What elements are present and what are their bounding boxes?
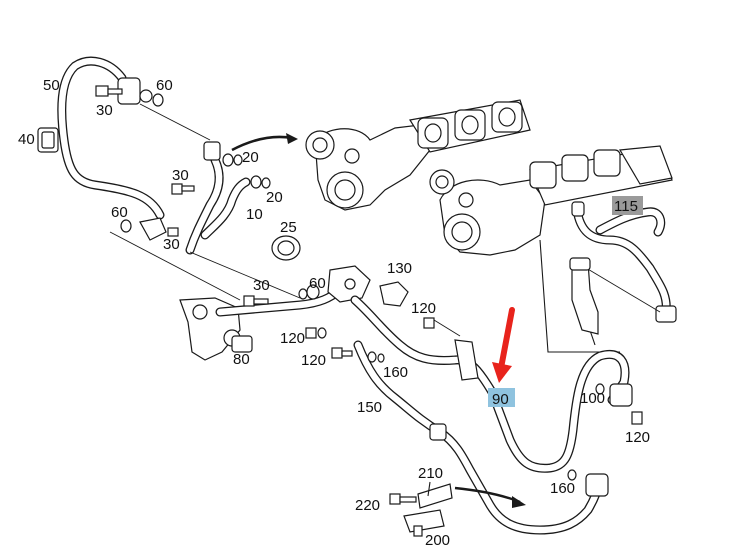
exhaust-manifold-left [409,99,531,153]
clamp-40 [37,127,59,153]
callout-10[interactable]: 10 [246,206,263,223]
callout-20[interactable]: 20 [242,149,259,166]
bolt-30-lower [243,295,269,307]
turbocharger-right [429,169,546,256]
callout-80[interactable]: 80 [233,351,250,368]
callout-160[interactable]: 160 [383,364,408,381]
highlight-90 [488,388,515,407]
callout-60[interactable]: 60 [111,204,128,221]
callout-40[interactable]: 40 [18,131,35,148]
filter-25 [271,235,301,261]
callout-30[interactable]: 30 [96,102,113,119]
callout-60[interactable]: 60 [309,275,326,292]
highlight-115 [612,196,643,215]
callout-100[interactable]: 100 [580,390,605,407]
callout-160[interactable]: 160 [550,480,575,497]
callout-220[interactable]: 220 [355,497,380,514]
callout-120[interactable]: 120 [280,330,305,347]
bolt-120-mid [423,317,461,337]
bolt-30-top [95,85,123,97]
exhaust-manifold-right [529,145,673,206]
callout-130[interactable]: 130 [387,260,412,277]
connector-60-left [120,217,179,241]
callout-120[interactable]: 120 [411,300,436,317]
washer-160 [367,351,385,363]
callout-115[interactable]: 115 [614,198,638,215]
callout-150[interactable]: 150 [357,399,382,416]
bolt-30-center [171,183,195,195]
coolant-line-115[interactable] [571,201,677,323]
callout-30[interactable]: 30 [253,277,270,294]
callout-90[interactable]: 90 [492,391,509,408]
coolant-line-150[interactable] [353,340,609,535]
pipe-assembly-10[interactable] [185,141,271,255]
bracket-210 [417,481,453,509]
coolant-line-upper-mid[interactable] [215,265,371,317]
callout-30[interactable]: 30 [163,236,180,253]
leader-line [189,251,301,299]
callout-210[interactable]: 210 [418,465,443,482]
red-indicator-arrow [492,307,515,383]
bracket-200 [403,509,445,537]
callout-50[interactable]: 50 [43,77,60,94]
bolt-220 [389,493,417,505]
washer-60-top [152,93,164,107]
leader-line [109,231,241,301]
outline-edge [539,239,620,353]
leader-line [575,261,661,313]
coolant-line-90[interactable] [350,295,630,473]
coolant-line-50[interactable] [57,56,165,220]
bolt-120-a [305,327,327,339]
bolt-120-b [331,347,353,359]
callout-30[interactable]: 30 [172,167,189,184]
pointer-arrow-lower [454,486,526,508]
leader-line [139,103,211,141]
callout-120[interactable]: 120 [301,352,326,369]
callout-25[interactable]: 25 [280,219,297,236]
bolt-120-right [631,411,643,425]
callout-20[interactable]: 20 [266,189,283,206]
pointer-arrow-upper [231,133,298,152]
callout-120[interactable]: 120 [625,429,650,446]
washer-160-right [567,469,577,481]
turbocharger-left [305,124,431,211]
flex-hose [569,257,599,335]
callout-200[interactable]: 200 [425,532,450,547]
callout-60[interactable]: 60 [156,77,173,94]
fitting-100 [595,383,633,407]
clip-130 [379,281,409,307]
